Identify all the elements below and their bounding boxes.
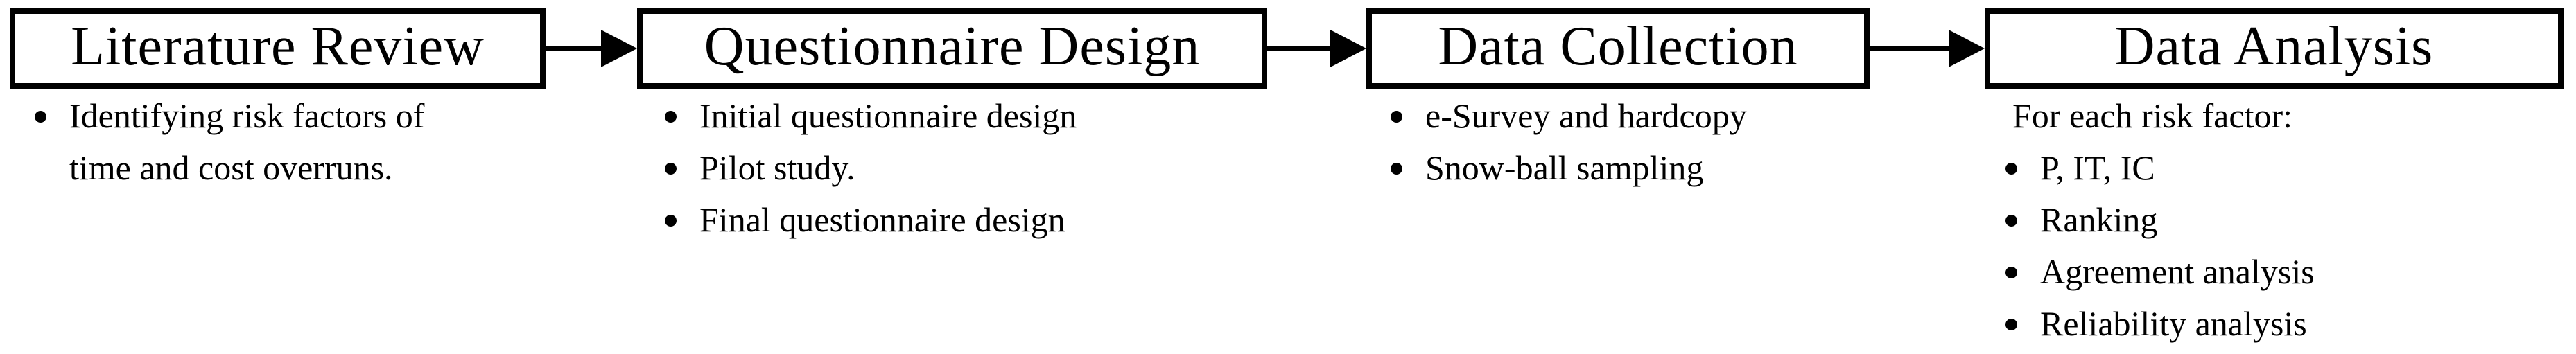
arrowhead-icon — [1949, 30, 1985, 67]
note-text: Snow-ball sampling — [1425, 148, 1704, 187]
flow-connector-line — [1267, 46, 1332, 51]
note-text: e-Survey and hardcopy — [1425, 96, 1747, 135]
bullet-dot-icon — [2005, 215, 2017, 227]
phase-title: Data Analysis — [2114, 16, 2434, 77]
note-text: Final questionnaire design — [699, 200, 1065, 239]
bullet-list: Identifying risk factors of time and cos… — [35, 90, 424, 194]
bullet-list: Initial questionnaire design Pilot study… — [665, 90, 1077, 246]
phase-title: Questionnaire Design — [704, 16, 1201, 77]
phase-title: Data Collection — [1438, 16, 1798, 77]
note-text: Reliability analysis — [2040, 304, 2307, 343]
bullet-dot-icon — [2005, 163, 2017, 175]
list-item: Pilot study. — [665, 142, 1077, 194]
note-text: Identifying risk factors of time and cos… — [69, 96, 425, 187]
note-text: Ranking — [2040, 200, 2158, 239]
arrowhead-icon — [1330, 30, 1366, 67]
phase-notes-questionnaire-design: Initial questionnaire design Pilot study… — [665, 90, 1077, 246]
bullet-dot-icon — [35, 111, 46, 123]
bullet-list: P, IT, IC Ranking Agreement analysis Rel… — [2005, 142, 2315, 350]
list-item: e-Survey and hardcopy — [1391, 90, 1747, 142]
list-item: Initial questionnaire design — [665, 90, 1077, 142]
arrowhead-icon — [601, 30, 637, 67]
phase-box-data-analysis: Data Analysis — [1985, 8, 2564, 89]
list-item: Snow-ball sampling — [1391, 142, 1747, 194]
phase-box-data-collection: Data Collection — [1366, 8, 1870, 89]
note-text: Pilot study. — [699, 148, 855, 187]
flow-connector-line — [1870, 46, 1950, 51]
phase-notes-data-collection: e-Survey and hardcopy Snow-ball sampling — [1391, 90, 1747, 194]
list-item: Final questionnaire design — [665, 194, 1077, 246]
list-item: Reliability analysis — [2005, 298, 2315, 350]
list-item: P, IT, IC — [2005, 142, 2315, 194]
phase-notes-literature-review: Identifying risk factors of time and cos… — [35, 90, 424, 194]
list-item: Ranking — [2005, 194, 2315, 246]
phase-notes-data-analysis: For each risk factor: P, IT, IC Ranking … — [2005, 90, 2315, 350]
phase-box-questionnaire-design: Questionnaire Design — [637, 8, 1267, 89]
phase-box-literature-review: Literature Review — [10, 8, 546, 89]
note-text: Initial questionnaire design — [699, 96, 1077, 135]
note-text: Agreement analysis — [2040, 252, 2315, 291]
bullet-dot-icon — [1391, 111, 1402, 123]
bullet-dot-icon — [665, 163, 677, 175]
bullet-dot-icon — [1391, 163, 1402, 175]
note-text: P, IT, IC — [2040, 148, 2155, 187]
bullet-dot-icon — [2005, 267, 2017, 278]
bullet-dot-icon — [665, 215, 677, 227]
bullet-dot-icon — [665, 111, 677, 123]
bullet-list: e-Survey and hardcopy Snow-ball sampling — [1391, 90, 1747, 194]
phase-title: Literature Review — [71, 16, 485, 77]
flow-connector-line — [546, 46, 602, 51]
list-item: Identifying risk factors of time and cos… — [35, 90, 424, 194]
bullet-dot-icon — [2005, 319, 2017, 330]
list-lead: For each risk factor: — [2012, 96, 2293, 135]
list-item: Agreement analysis — [2005, 246, 2315, 298]
